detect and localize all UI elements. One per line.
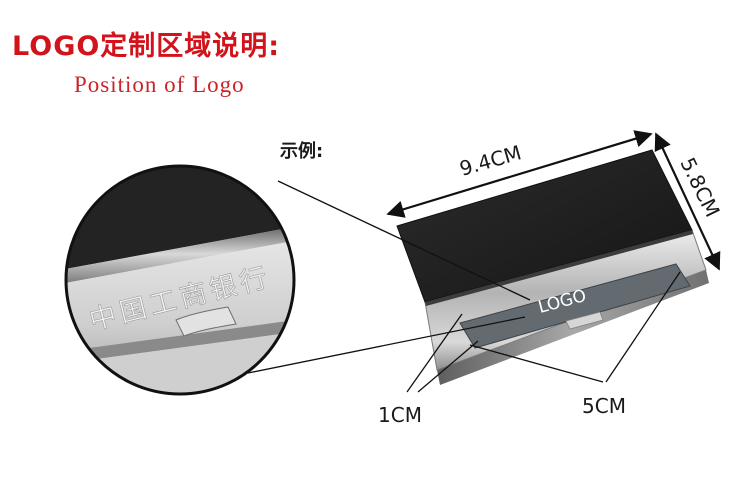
page-title: LOGO定制区域说明: — [12, 31, 281, 62]
logo-height-callout — [406, 313, 479, 393]
zoom-pointer-top — [277, 180, 531, 301]
width-arrow — [386, 130, 653, 218]
zoom-pointer-bottom — [247, 316, 526, 374]
logo-width-label: 5CM — [582, 394, 626, 418]
card-holder-seam — [425, 230, 693, 306]
zoom-steel-rim — [66, 318, 294, 364]
logo-height-label: 1CM — [378, 403, 422, 427]
zoom-notch — [175, 306, 237, 337]
example-label: 示例: — [280, 140, 323, 162]
zoom-magnifier: 中国工商银行 — [64, 164, 296, 396]
card-holder-notch — [565, 311, 604, 330]
logo-width-callout — [469, 271, 681, 383]
height-arrow — [654, 132, 721, 271]
zoom-pointer-lines — [247, 180, 531, 374]
page-subtitle: Position of Logo — [74, 72, 245, 97]
card-holder: LOGO — [396, 149, 709, 385]
zoom-seam-band — [66, 224, 294, 284]
logo-area — [459, 263, 691, 349]
